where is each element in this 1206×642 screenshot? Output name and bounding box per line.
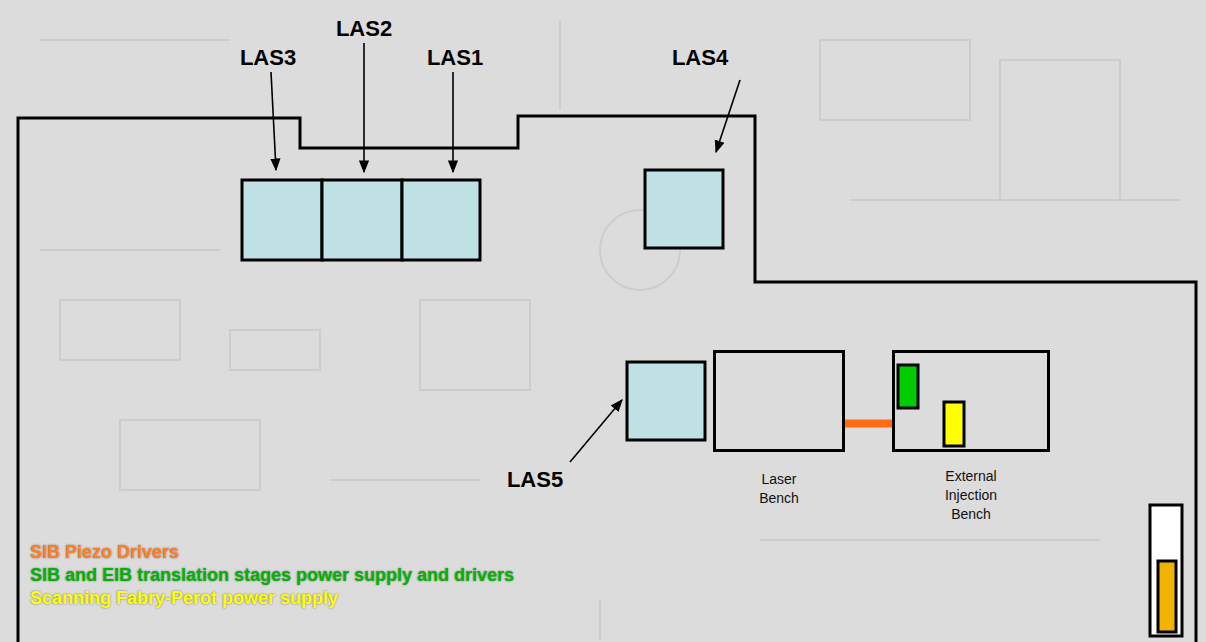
legend-entry: SIB and EIB translation stages power sup…	[30, 564, 514, 587]
laser-label: LAS1	[427, 45, 483, 71]
circuit-texture	[40, 20, 1180, 640]
legend-entry: SIB Piezo Drivers	[30, 541, 514, 564]
laser-label: LAS5	[507, 467, 563, 493]
laser-box	[322, 180, 402, 260]
laser-box	[645, 170, 723, 248]
texture-trace	[40, 20, 1180, 640]
legend: SIB Piezo DriversSIB and EIB translation…	[30, 541, 514, 610]
laser-label: LAS4	[672, 45, 728, 71]
leader-arrow	[716, 80, 740, 152]
texture-trace	[120, 420, 260, 490]
texture-trace	[420, 300, 530, 390]
laser-box	[242, 180, 322, 260]
bench-label: Laser Bench	[749, 470, 809, 508]
legend-text: Scanning Fabry-Perot power supply	[30, 588, 338, 608]
bench-box: Laser Bench	[713, 350, 845, 452]
legend-entry: Scanning Fabry-Perot power supply	[30, 587, 514, 610]
leader-lines	[271, 43, 740, 462]
bench-label: External Injection Bench	[935, 467, 1007, 524]
texture-trace	[820, 40, 970, 120]
laser-units	[242, 170, 723, 440]
laser-label: LAS2	[336, 16, 392, 42]
texture-trace	[230, 330, 320, 370]
texture-trace	[60, 300, 180, 360]
housing-outline	[18, 116, 1196, 642]
leader-arrow	[570, 400, 622, 462]
rack-unit	[1150, 505, 1182, 636]
fabry-perot-supply	[944, 402, 964, 446]
leader-arrow	[363, 43, 365, 172]
rack-module	[1158, 561, 1176, 632]
piezo-link	[845, 419, 892, 427]
laser-box	[402, 180, 480, 260]
leader-arrow	[452, 72, 454, 172]
leader-arrow	[271, 72, 276, 170]
laser-box	[627, 362, 705, 440]
legend-text: SIB Piezo Drivers	[30, 542, 179, 562]
bench-box: External Injection Bench	[892, 350, 1050, 452]
laser-label: LAS3	[240, 45, 296, 71]
texture-trace	[1000, 60, 1120, 200]
legend-text: SIB and EIB translation stages power sup…	[30, 565, 514, 585]
translation-stage-driver	[898, 365, 918, 408]
